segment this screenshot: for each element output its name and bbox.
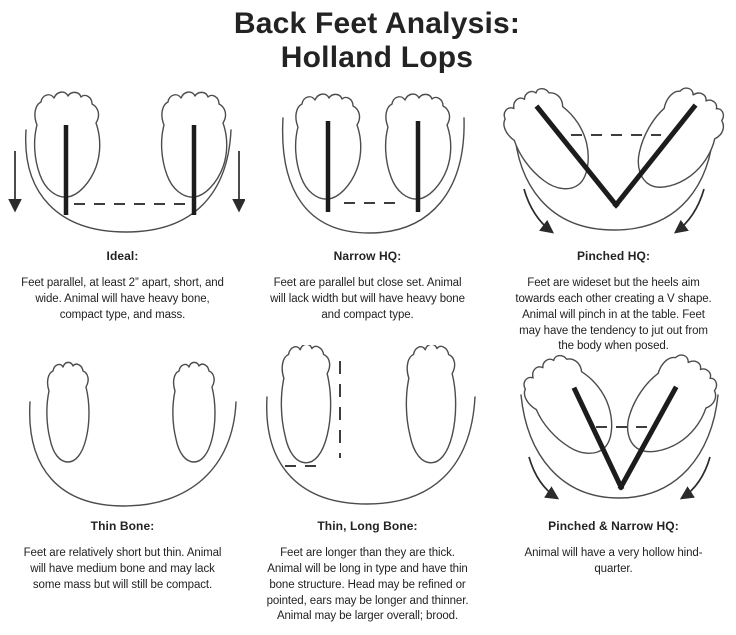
narrow-hq-diagram: [281, 93, 465, 234]
pinched-narrow-hq-diagram: [513, 345, 729, 500]
panel-description: Feet are relatively short but thin. Anim…: [23, 547, 222, 591]
panel-heading: Thin Bone:: [90, 519, 155, 533]
curved-arrow-icon: [679, 456, 711, 500]
panel-heading: Pinched & Narrow HQ:: [548, 519, 679, 533]
page-title: Back Feet Analysis: Holland Lops: [0, 7, 736, 75]
right-foot-outline: [611, 345, 729, 470]
panel-ideal: Ideal: Feet parallel, at least 2” apart,…: [0, 85, 245, 324]
thin-long-bone-diagram: [266, 345, 476, 505]
v-shape-right-line: [612, 103, 698, 209]
panel-caption: Thin, Long Bone: Feet are longer than th…: [245, 519, 490, 625]
hindquarter-outline: [520, 394, 719, 499]
panel-pinched-narrow-hq: Pinched & Narrow HQ: Animal will have a …: [491, 345, 736, 578]
right-foot-outline: [172, 361, 216, 463]
right-foot-outline: [405, 345, 457, 464]
panel-description: Feet parallel, at least 2” apart, short,…: [21, 277, 224, 321]
thin-bone-diagram: [29, 361, 237, 507]
hindquarter-outline: [25, 129, 232, 233]
panel-caption: Pinched HQ: Feet are wideset but the hee…: [491, 249, 736, 355]
panel-pinched-hq: Pinched HQ: Feet are wideset but the hee…: [491, 85, 736, 355]
panel-caption: Thin Bone: Feet are relatively short but…: [0, 519, 245, 594]
panel-thin-bone: Thin Bone: Feet are relatively short but…: [0, 345, 245, 594]
panel-heading: Narrow HQ:: [333, 249, 402, 263]
panel-narrow-hq: Narrow HQ: Feet are parallel but close s…: [245, 85, 490, 324]
hindquarter-outline: [513, 124, 715, 231]
panel-caption: Narrow HQ: Feet are parallel but close s…: [245, 249, 490, 324]
pinched-hq-diagram: [493, 85, 736, 234]
panel-caption: Pinched & Narrow HQ: Animal will have a …: [491, 519, 736, 578]
panel-description: Animal will have a very hollow hind-quar…: [524, 547, 703, 575]
hindquarter-outline: [29, 401, 237, 507]
curved-arrow-icon: [528, 456, 560, 500]
panel-description: Feet are longer than they are thick. Ani…: [266, 547, 469, 623]
panel-caption: Ideal: Feet parallel, at least 2” apart,…: [0, 249, 245, 324]
hindquarter-outline: [266, 396, 476, 505]
right-foot-outline: [622, 85, 736, 204]
panel-description: Feet are parallel but close set. Animal …: [270, 277, 465, 321]
left-foot-outline: [493, 85, 607, 203]
hindquarter-outline: [281, 117, 465, 234]
v-shape-right-line: [617, 385, 679, 491]
panel-heading: Thin, Long Bone:: [317, 519, 418, 533]
v-shape-left-line: [571, 386, 625, 491]
panel-heading: Ideal:: [106, 249, 139, 263]
page-title-line1: Back Feet Analysis:: [233, 7, 521, 40]
curved-arrow-icon: [523, 188, 555, 234]
left-foot-outline: [280, 345, 332, 464]
page-title-line2: Holland Lops: [280, 41, 474, 74]
v-shape-left-line: [534, 104, 620, 209]
left-foot-outline: [513, 345, 631, 469]
curved-arrow-icon: [673, 188, 705, 234]
ideal-diagram: [8, 91, 245, 233]
panel-heading: Pinched HQ:: [576, 249, 651, 263]
left-foot-outline: [46, 361, 90, 463]
panel-description: Feet are wideset but the heels aim towar…: [515, 277, 712, 353]
panel-thin-long-bone: Thin, Long Bone: Feet are longer than th…: [245, 345, 490, 625]
